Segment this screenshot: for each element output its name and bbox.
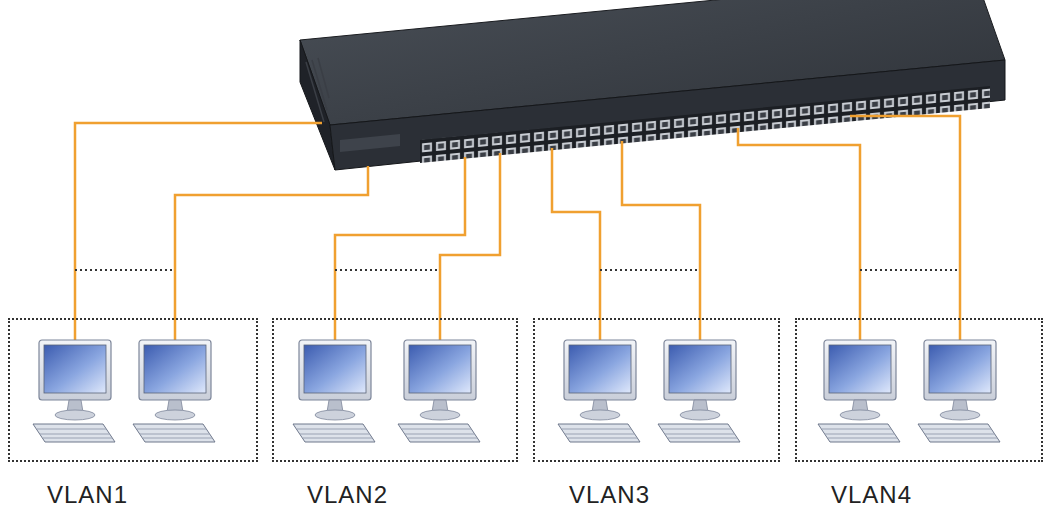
cable-lines <box>75 116 960 340</box>
vlan-label: VLAN2 <box>307 482 388 508</box>
computer-icon <box>398 340 480 442</box>
network-switch <box>300 0 1005 170</box>
vlan-label: VLAN4 <box>831 482 912 508</box>
computer-icon <box>293 340 375 442</box>
computer-icon <box>918 340 1000 442</box>
vlan-label: VLAN1 <box>47 482 128 508</box>
vlan-group-box: VLAN3 <box>533 318 780 462</box>
computer-icon <box>558 340 640 442</box>
computer-icon <box>33 340 115 442</box>
vlan-group-box: VLAN4 <box>795 318 1043 462</box>
computer-icon <box>658 340 740 442</box>
vlan-grouping-lines <box>75 269 960 271</box>
vlan-group-box: VLAN2 <box>272 318 518 462</box>
computer-icon <box>818 340 900 442</box>
vlan-label: VLAN3 <box>569 482 650 508</box>
vlan-group-box: VLAN1 <box>8 318 258 462</box>
computer-icon <box>133 340 215 442</box>
